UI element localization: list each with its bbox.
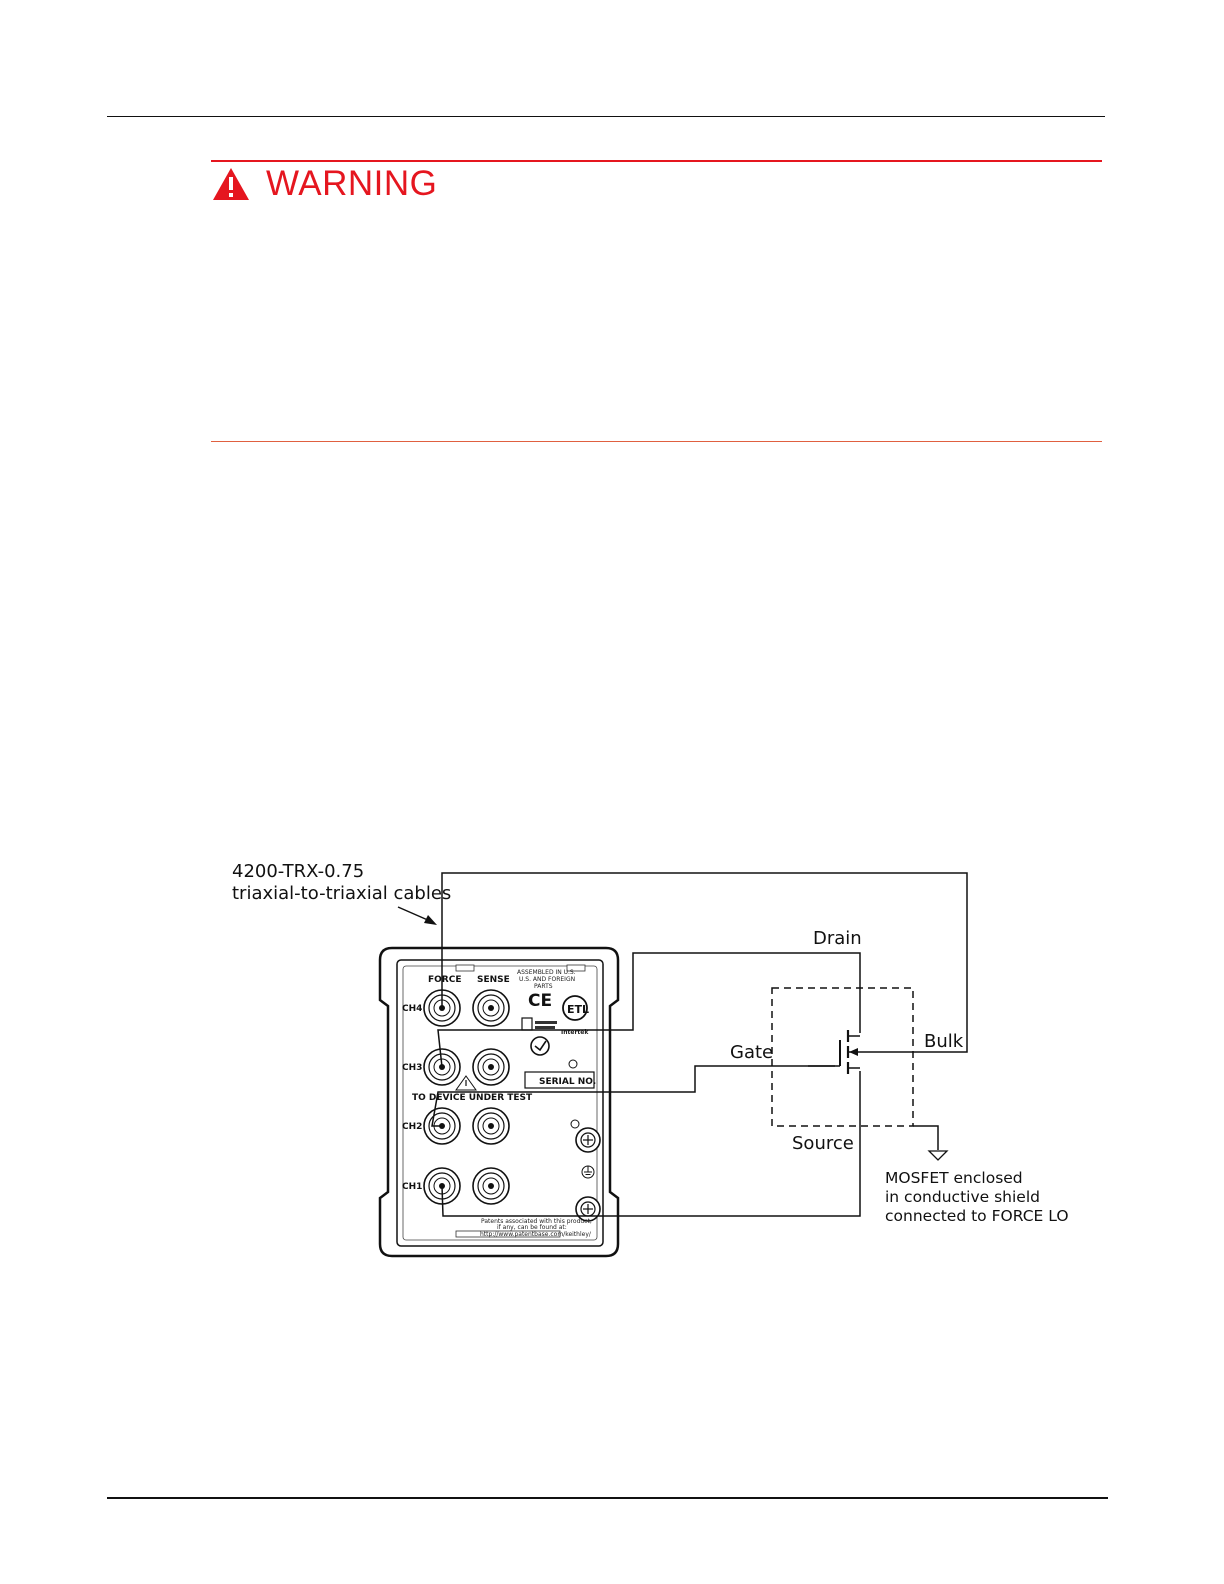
intertek-label: Intertek xyxy=(561,1029,589,1036)
bulk-label: Bulk xyxy=(924,1031,964,1052)
connector-ch3-sense xyxy=(472,1048,510,1086)
rcm-mark-icon xyxy=(530,1036,550,1056)
cable-ch4-to-bulk xyxy=(441,872,968,1053)
channel-label-ch3: CH3 xyxy=(402,1063,422,1073)
connector-ch4-sense xyxy=(472,989,510,1027)
assembled-line1: ASSEMBLED IN U.S. xyxy=(517,969,576,976)
shield-note-line1: MOSFET enclosed xyxy=(885,1169,1023,1187)
serial-label: SERIAL NO. xyxy=(539,1077,596,1087)
serial-number-box xyxy=(524,1071,595,1089)
shield-note-line2: in conductive shield xyxy=(885,1188,1040,1206)
shield-ground-wire xyxy=(913,1125,939,1150)
cable-ch1-to-source xyxy=(441,1071,861,1217)
patents-line2: if any, can be found at: xyxy=(497,1224,567,1231)
channel-label-ch2: CH2 xyxy=(402,1122,422,1132)
footer-rule xyxy=(107,1497,1108,1499)
ground-terminal-hole xyxy=(570,1119,580,1129)
sense-header: SENSE xyxy=(477,975,510,985)
cable-label-line1: 4200-TRX-0.75 xyxy=(232,861,364,882)
patents-line1: Patents associated with this product, xyxy=(481,1218,592,1225)
channel-label-ch1: CH1 xyxy=(402,1182,422,1192)
shield-note-line3: connected to FORCE LO xyxy=(885,1207,1069,1225)
channel-label-ch4: CH4 xyxy=(402,1004,422,1014)
conductive-shield-box xyxy=(771,987,914,1127)
drain-label: Drain xyxy=(813,928,862,949)
gate-label: Gate xyxy=(730,1042,773,1063)
source-label: Source xyxy=(792,1133,854,1154)
ce-mark: CE xyxy=(528,991,552,1011)
patents-line3: http://www.patentbase.com/keithley/ xyxy=(480,1231,592,1238)
warning-triangle-icon xyxy=(213,168,249,200)
assembled-line2: U.S. AND FOREIGN xyxy=(519,976,575,983)
warning-rule-top xyxy=(211,160,1102,162)
warning-rule-bottom xyxy=(211,441,1102,442)
etl-mark-icon: ETL xyxy=(562,995,589,1021)
ground-symbol-icon xyxy=(927,1150,949,1161)
warning-label: WARNING xyxy=(266,164,438,203)
assembled-line3: PARTS xyxy=(534,983,553,990)
cable-arrowhead xyxy=(424,915,437,925)
force-header: FORCE xyxy=(428,975,461,985)
panel-screw-icon xyxy=(568,1059,578,1069)
to-dut-label: TO DEVICE UNDER TEST xyxy=(412,1093,533,1103)
panel-caution-icon xyxy=(455,1075,477,1091)
warning-heading: WARNING xyxy=(212,164,437,204)
chassis-ground-icon xyxy=(581,1165,595,1179)
ground-terminal-upper xyxy=(575,1127,601,1153)
cable-ch3-to-drain xyxy=(437,952,861,1068)
connector-ch1-sense xyxy=(472,1167,510,1205)
cable-arrow xyxy=(397,906,431,922)
cable-label-line2: triaxial-to-triaxial cables xyxy=(232,883,451,904)
header-rule xyxy=(107,116,1105,117)
svg-text:ETL: ETL xyxy=(567,1003,589,1016)
ground-terminal-lower xyxy=(575,1196,601,1222)
cable-ch2-to-gate xyxy=(431,1065,835,1127)
connector-ch2-sense xyxy=(472,1107,510,1145)
mosfet-symbol-icon xyxy=(808,1030,860,1074)
